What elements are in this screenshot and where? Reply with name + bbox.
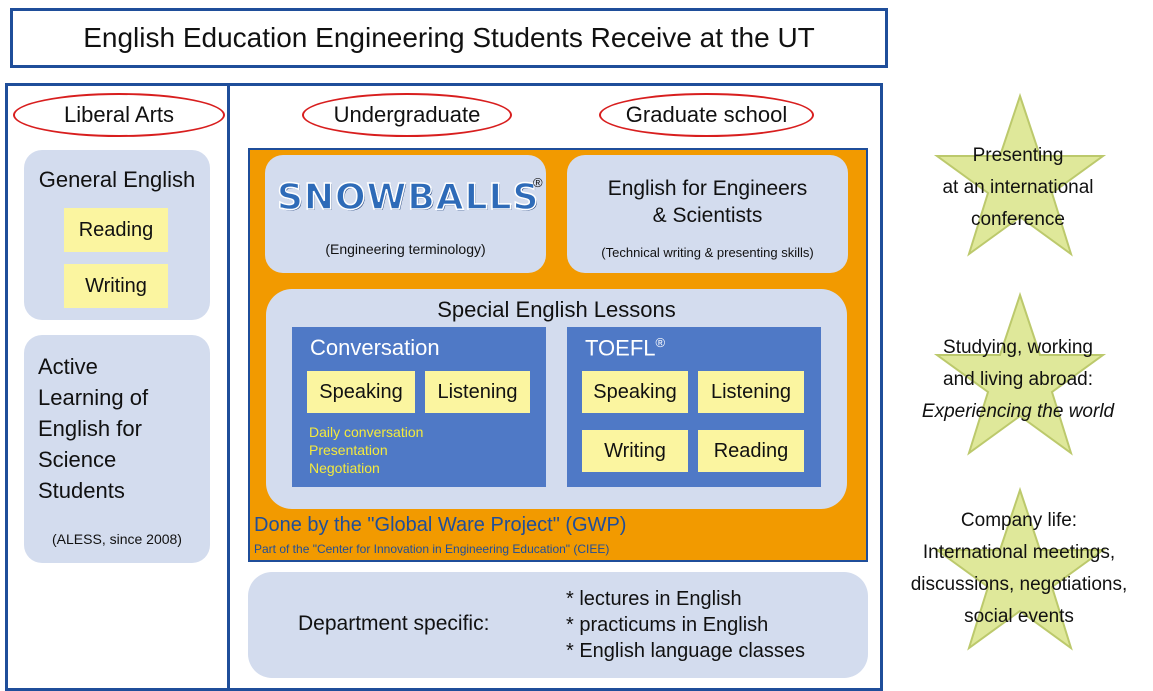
star-line: social events [964,606,1074,627]
active-learning-line: Students [38,478,125,503]
snowballs-logo: SNOWBALLS [276,176,540,219]
star-line: Studying, working [943,337,1093,358]
toefl-title-text: TOEFL [585,335,656,361]
liberal-arts-label: Liberal Arts [63,102,175,127]
column-divider [227,85,230,690]
star-line: Presenting [972,145,1064,166]
star-text-conference: Presenting at an international conferenc… [898,140,1138,236]
toefl-listening-chip: Listening [698,371,804,413]
undergraduate-label: Undergraduate [333,102,481,127]
conversation-title: Conversation [310,335,440,360]
conversation-item: Negotiation [309,460,380,476]
efes-caption: (Technical writing & presenting skills) [601,245,814,260]
special-lessons-box: Special English Lessons Conversation Spe… [266,289,847,509]
star-shape [933,92,1107,257]
department-specific-label: Department specific: [298,612,490,635]
star-line: Company life: [960,510,1078,531]
active-learning-line: Learning of [38,385,149,410]
department-specific-box: Department specific: * lectures in Engli… [248,572,868,678]
general-english-box: General English Reading Writing [24,150,210,320]
efes-box: English for Engineers & Scientists (Tech… [567,155,848,273]
undergraduate-oval: Undergraduate [302,93,512,137]
star-shape [933,486,1107,651]
star-text-company: Company life: International meetings, di… [888,505,1150,633]
efes-title-line1: English for Engineers [607,177,808,200]
toefl-writing-chip: Writing [582,430,688,472]
department-item: * English language classes [566,640,806,662]
diagram-title-text: English Education Engineering Students R… [83,22,815,53]
graduate-school-label: Graduate school [625,102,788,127]
department-specific-list: * lectures in English * practicums in En… [566,586,805,664]
stars-svg [933,92,1107,651]
active-learning-line: English for [38,416,142,441]
conversation-items: Daily conversation Presentation Negotiat… [309,423,423,477]
liberal-arts-oval: Liberal Arts [13,93,225,137]
toefl-registered-mark: ® [655,335,666,350]
snowballs-caption: (Engineering terminology) [325,241,486,257]
efes-title: English for Engineers & Scientists [567,175,848,229]
reading-chip: Reading [64,208,168,252]
graduate-school-oval: Graduate school [599,93,814,137]
toefl-panel: TOEFL® Speaking Listening Writing Readin… [567,327,821,487]
star-line: conference [970,209,1065,230]
star-line: and living abroad: [943,369,1093,390]
efes-title-line2: & Scientists [652,204,763,227]
star-line: Experiencing the world [921,401,1115,422]
conversation-speaking-chip: Speaking [307,371,415,413]
toefl-title: TOEFL® [585,335,665,361]
conversation-panel: Conversation Speaking Listening Daily co… [292,327,546,487]
active-learning-box: Active Learning of English for Science S… [24,335,210,563]
toefl-speaking-chip: Speaking [582,371,688,413]
department-item: * lectures in English [566,588,742,610]
star-line: at an international [942,177,1094,198]
active-learning-text: Active Learning of English for Science S… [38,351,148,506]
department-item: * practicums in English [566,614,769,636]
star-text-abroad: Studying, working and living abroad: Exp… [898,332,1138,428]
gwp-subtitle: Part of the "Center for Innovation in En… [254,542,610,556]
active-learning-line: Active [38,354,98,379]
general-english-title: General English [38,167,196,192]
conversation-item: Presentation [309,442,388,458]
snowballs-registered-mark: ® [533,175,543,190]
star-line: discussions, negotiations, [910,574,1128,595]
gwp-title: Done by the "Global Ware Project" (GWP) [254,514,627,536]
snowballs-logo-text: SNOWBALLS [276,176,540,219]
conversation-item: Daily conversation [309,424,424,440]
toefl-reading-chip: Reading [698,430,804,472]
conversation-listening-chip: Listening [425,371,530,413]
aless-caption: (ALESS, since 2008) [52,531,182,547]
snowballs-box: SNOWBALLS ® (Engineering terminology) [265,155,546,273]
star-line: International meetings, [922,542,1116,563]
star-shape [933,291,1107,456]
special-lessons-title: Special English Lessons [437,297,676,322]
writing-chip: Writing [64,264,168,308]
active-learning-line: Science [38,447,117,472]
diagram-title: English Education Engineering Students R… [10,8,888,68]
